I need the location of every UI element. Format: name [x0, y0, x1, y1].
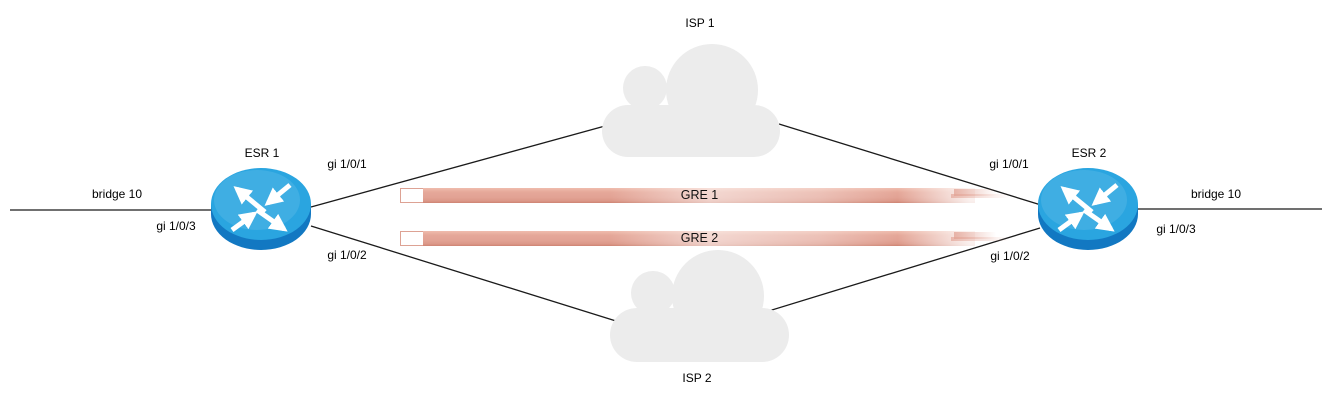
gre2-tunnel: GRE 2 — [400, 231, 1009, 246]
gre2-label: GRE 2 — [680, 231, 719, 245]
router-icon — [1038, 168, 1138, 250]
link-isp2-esr2 — [761, 227, 1041, 314]
isp1-cloud — [598, 42, 784, 163]
isp2-name-label: ISP 2 — [682, 371, 712, 385]
link-esr1-isp1 — [310, 125, 606, 208]
esr2-gi-1-0-3-label: gi 1/0/3 — [1156, 222, 1196, 236]
tunnel-cap — [400, 231, 423, 246]
tunnel-streak — [951, 237, 1009, 241]
esr2-gi-1-0-2-label: gi 1/0/2 — [990, 249, 1030, 263]
link-esr1-isp2 — [310, 225, 617, 322]
esr2-gi-1-0-1-label: gi 1/0/1 — [989, 157, 1029, 171]
esr2-bridge10-label: bridge 10 — [1190, 187, 1242, 201]
tunnel-streak — [951, 194, 1009, 198]
tunnel-cap — [400, 188, 423, 203]
cloud-icon — [610, 250, 789, 362]
gre1-label: GRE 1 — [680, 188, 719, 202]
router-icon — [211, 168, 311, 250]
tunnel-pipe — [422, 231, 975, 246]
tunnel-pipe — [422, 188, 975, 203]
isp1-name-label: ISP 1 — [685, 16, 715, 30]
esr1-gi-1-0-3-label: gi 1/0/3 — [156, 219, 196, 233]
tunnel-streak — [954, 232, 996, 239]
esr1-router — [211, 166, 311, 252]
link-isp1-esr2 — [778, 123, 1042, 206]
esr2-router — [1038, 166, 1138, 252]
esr1-gi-1-0-2-label: gi 1/0/2 — [327, 248, 367, 262]
tunnel-streak — [954, 189, 996, 196]
esr2-name-label: ESR 2 — [1071, 146, 1107, 160]
esr1-bridge10-label: bridge 10 — [91, 187, 143, 201]
gre1-tunnel: GRE 1 — [400, 188, 1009, 203]
esr1-name-label: ESR 1 — [244, 146, 280, 160]
esr1-gi-1-0-1-label: gi 1/0/1 — [327, 157, 367, 171]
isp2-cloud — [606, 248, 792, 369]
cloud-icon — [602, 44, 780, 157]
